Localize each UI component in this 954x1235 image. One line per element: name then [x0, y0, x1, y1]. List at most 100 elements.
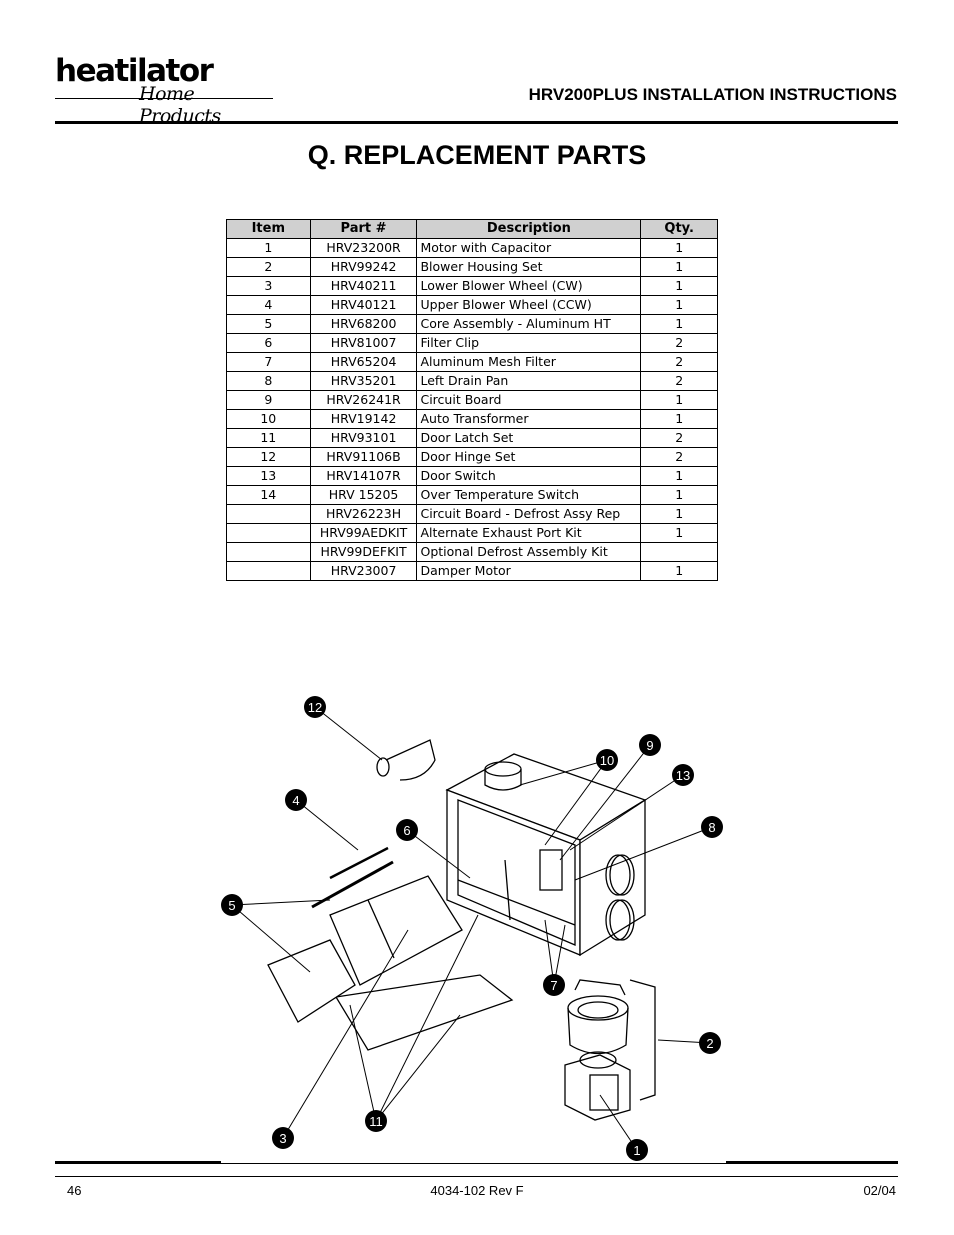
cell-item — [226, 542, 311, 562]
cell-item: 14 — [226, 485, 311, 505]
callout-label: 11 — [369, 1114, 383, 1129]
cell-qty: 1 — [640, 295, 718, 315]
cell-description: Lower Blower Wheel (CW) — [416, 276, 642, 296]
cell-qty: 2 — [640, 428, 718, 448]
cell-description: Aluminum Mesh Filter — [416, 352, 642, 372]
callout-circle — [396, 819, 418, 841]
callout-label: 1 — [633, 1143, 640, 1158]
callout-circle — [596, 749, 618, 771]
cell-description: Alternate Exhaust Port Kit — [416, 523, 642, 543]
callout-label: 8 — [708, 820, 715, 835]
cell-part-number: HRV23200R — [309, 238, 418, 258]
cell-description: Core Assembly - Aluminum HT — [416, 314, 642, 334]
cell-qty: 2 — [640, 333, 718, 353]
cell-description: Door Hinge Set — [416, 447, 642, 467]
cell-qty: 1 — [640, 276, 718, 296]
callout-label: 13 — [676, 768, 690, 783]
cell-qty: 1 — [640, 409, 718, 429]
leader-lines — [231, 706, 713, 1151]
column-header-qty: Qty. — [640, 219, 718, 239]
cell-part-number: HRV65204 — [309, 352, 418, 372]
cell-item: 2 — [226, 257, 311, 277]
cell-part-number: HRV99DEFKIT — [309, 542, 418, 562]
cell-qty: 1 — [640, 466, 718, 486]
cell-description: Door Latch Set — [416, 428, 642, 448]
callout-circle — [221, 894, 243, 916]
cell-qty: 1 — [640, 485, 718, 505]
cell-description: Filter Clip — [416, 333, 642, 353]
cell-description: Auto Transformer — [416, 409, 642, 429]
cell-description: Left Drain Pan — [416, 371, 642, 391]
cell-item: 8 — [226, 371, 311, 391]
cell-item: 7 — [226, 352, 311, 372]
callout-circle — [365, 1110, 387, 1132]
cell-item — [226, 561, 311, 581]
column-header-description: Description — [416, 219, 642, 239]
rod-drawing — [311, 846, 394, 909]
cell-item: 5 — [226, 314, 311, 334]
cell-qty: 2 — [640, 447, 718, 467]
logo-underline — [55, 98, 273, 99]
document-number: 4034-102 Rev F — [430, 1183, 524, 1198]
callout-2: 2 — [699, 1032, 721, 1054]
cell-description: Optional Defrost Assembly Kit — [416, 542, 642, 562]
page-number: 46 — [67, 1183, 82, 1198]
table-header-row: Item Part # Description Qty. — [226, 219, 718, 239]
callout-8: 8 — [701, 816, 723, 838]
callout-label: 7 — [550, 978, 557, 993]
cell-part-number: HRV99AEDKIT — [309, 523, 418, 543]
callout-label: 6 — [403, 823, 410, 838]
callout-label: 12 — [308, 700, 322, 715]
callout-13: 13 — [672, 764, 694, 786]
cabinet-drawing — [445, 753, 647, 957]
callout-label: 9 — [646, 738, 653, 753]
cell-part-number: HRV23007 — [309, 561, 418, 581]
cell-item — [226, 504, 311, 524]
cell-part-number: HRV40211 — [309, 276, 418, 296]
brand-wordmark: heatilator — [55, 53, 214, 89]
callout-6: 6 — [396, 819, 418, 841]
cell-description: Upper Blower Wheel (CCW) — [416, 295, 642, 315]
callout-9: 9 — [639, 734, 661, 756]
cell-qty: 2 — [640, 352, 718, 372]
cell-description: Blower Housing Set — [416, 257, 642, 277]
cell-qty: 2 — [640, 371, 718, 391]
callout-10: 10 — [596, 749, 618, 771]
door-drawing — [267, 875, 514, 1051]
footer-rule — [55, 1176, 898, 1177]
callout-circle — [272, 1127, 294, 1149]
cell-part-number: HRV26223H — [309, 504, 418, 524]
cell-qty: 1 — [640, 238, 718, 258]
callout-label: 2 — [706, 1036, 713, 1051]
page-title: Q. REPLACEMENT PARTS — [307, 140, 647, 170]
column-header-item: Item — [226, 219, 311, 239]
cell-qty: 1 — [640, 314, 718, 334]
bottom-rule-right — [726, 1161, 898, 1164]
cell-item: 11 — [226, 428, 311, 448]
cell-part-number: HRV81007 — [309, 333, 418, 353]
cell-qty: 1 — [640, 390, 718, 410]
cell-part-number: HRV19142 — [309, 409, 418, 429]
cell-item: 12 — [226, 447, 311, 467]
cell-item: 13 — [226, 466, 311, 486]
callout-circle — [543, 974, 565, 996]
cell-part-number: HRV 15205 — [309, 485, 418, 505]
cell-item: 6 — [226, 333, 311, 353]
cell-qty: 1 — [640, 257, 718, 277]
